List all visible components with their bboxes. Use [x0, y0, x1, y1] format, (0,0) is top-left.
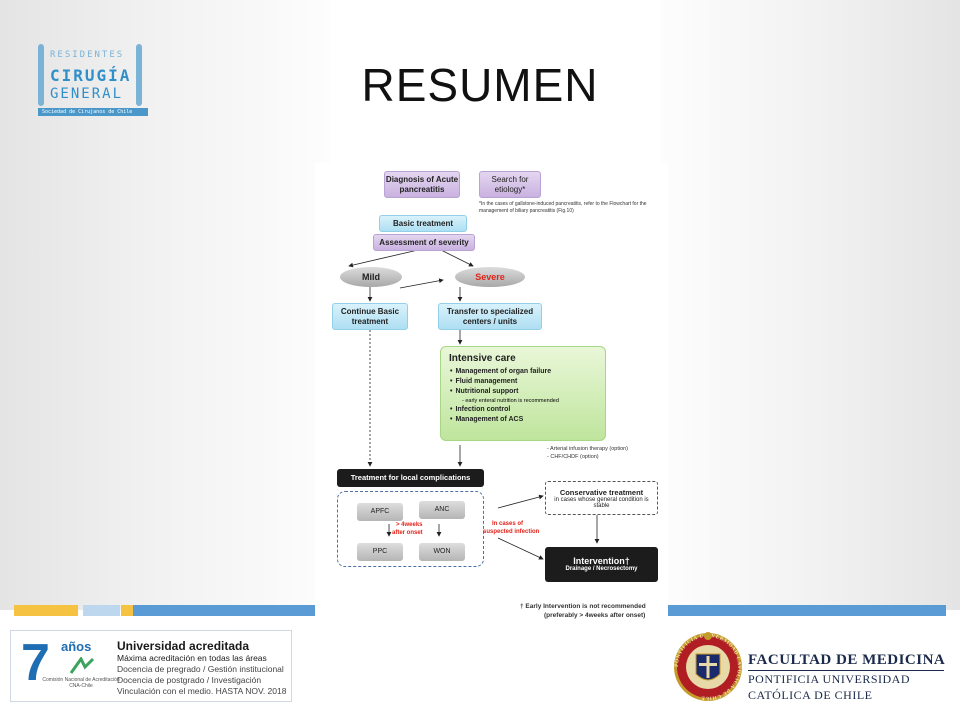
list-item: Management of organ failure: [455, 367, 597, 377]
residentes-logo: RESIDENTES CIRUGÍA GENERAL Sociedad de C…: [38, 44, 148, 118]
conservative-sub: in cases whose general condition is stab…: [554, 496, 649, 509]
intensive-care-box: Intensive care Management of organ failu…: [440, 346, 606, 441]
local-complications-group: [337, 491, 484, 567]
accreditation-line-2: Docencia de pregrado / Gestión instituci…: [117, 664, 284, 674]
accreditation-line-1: Máxima acreditación en todas las áreas: [117, 653, 267, 663]
intensive-care-list: Management of organ failure Fluid manage…: [449, 367, 597, 425]
etiology-box: Search for etiology*: [479, 171, 541, 198]
etiology-note: *In the cases of gallstone-induced pancr…: [479, 201, 647, 214]
stripe-blue-left: [133, 605, 315, 616]
option-arterial: - Arterial infusion therapy (option): [547, 446, 629, 452]
faculty-divider: [748, 670, 944, 671]
accreditation-line-3: Docencia de postgrado / Investigación: [117, 675, 262, 685]
pancreatitis-flowchart: Diagnosis of Acute pancreatitis Search f…: [315, 163, 668, 628]
conservative-title: Conservative treatment: [559, 487, 644, 497]
cna-logo-icon: [69, 657, 95, 674]
stripe-light-blue: [83, 605, 120, 616]
logo-line-2: CIRUGÍA: [50, 66, 132, 85]
footnote-2: (preferably > 4weeks after onset): [544, 612, 646, 619]
faculty-line-3: CATÓLICA DE CHILE: [748, 688, 873, 702]
nutrition-subnote: - early enteral nutrition is recommended: [462, 398, 559, 404]
university-seal-icon: PONTIFICIA UNIVERSIDAD CATÓLICA DE CHILE: [674, 632, 743, 701]
mild-pill: Mild: [340, 267, 402, 287]
intervention-title: Intervention†: [573, 555, 630, 566]
stripe-yellow-2: [121, 605, 133, 616]
accreditation-badge: 7 años Comisión Nacional de Acreditación…: [10, 630, 292, 702]
transfer-box: Transfer to specialized centers / units: [438, 303, 542, 330]
accreditation-text: Universidad acreditada Máxima acreditaci…: [117, 639, 286, 697]
diagnosis-box: Diagnosis of Acute pancreatitis: [384, 171, 460, 198]
logo-line-1: RESIDENTES: [50, 50, 125, 60]
accreditation-cna: Comisión Nacional de Acreditación CNA-Ch…: [42, 677, 120, 689]
conservative-box: Conservative treatment in cases whose ge…: [545, 481, 658, 515]
basic-treatment-box: Basic treatment: [379, 215, 467, 232]
severe-label: Severe: [475, 271, 505, 282]
logo-bracket-right: [136, 44, 142, 106]
continue-box: Continue Basic treatment: [332, 303, 408, 330]
footnote-1: † Early Intervention is not recommended: [520, 603, 646, 610]
logo-line-3: GENERAL: [50, 86, 124, 102]
weeks-label-1: > 4weeks: [396, 522, 423, 528]
list-item: Nutritional support: [455, 387, 597, 397]
anc-box: ANC: [419, 501, 465, 519]
intensive-care-title: Intensive care: [449, 353, 516, 364]
assessment-box: Assessment of severity: [373, 234, 475, 251]
intervention-sub: Drainage / Necrosectomy: [565, 566, 638, 573]
list-item: Infection control: [455, 405, 597, 415]
weeks-label-2: after onset: [392, 530, 423, 536]
list-item: Fluid management: [455, 377, 597, 387]
logo-band: Sociedad de Cirujanos de Chile: [38, 108, 148, 116]
intervention-box: Intervention† Drainage / Necrosectomy: [545, 547, 658, 582]
slide-title: RESUMEN: [361, 59, 599, 111]
apfc-box: APFC: [357, 503, 403, 521]
won-box: WON: [419, 543, 465, 561]
infection-label-2: suspected infection: [483, 529, 540, 535]
ppc-box: PPC: [357, 543, 403, 561]
accreditation-title: Universidad acreditada: [117, 639, 250, 653]
accreditation-number: 7: [21, 634, 50, 692]
background-left-panel: [0, 0, 330, 610]
stripe-yellow-1: [14, 605, 78, 616]
flowchart-arrows: [348, 249, 600, 560]
accreditation-line-4: Vinculación con el medio. HASTA NOV. 201…: [117, 686, 287, 696]
list-item: Management of ACS: [455, 415, 597, 425]
accreditation-years: años: [61, 639, 92, 654]
faculty-logo: PONTIFICIA UNIVERSIDAD CATÓLICA DE CHILE…: [672, 622, 952, 712]
faculty-line-1: FACULTAD DE MEDICINA: [748, 652, 946, 668]
faculty-line-2: PONTIFICIA UNIVERSIDAD: [748, 672, 911, 686]
option-chf: - CHF/CHDF (option): [547, 454, 599, 460]
severe-pill: Severe: [455, 267, 525, 287]
local-complications-box: Treatment for local complications: [337, 469, 484, 487]
background-right-panel: [660, 0, 960, 610]
stripe-blue-right: [668, 605, 946, 616]
infection-label-1: In cases of: [492, 521, 524, 527]
logo-bracket-left: [38, 44, 44, 106]
